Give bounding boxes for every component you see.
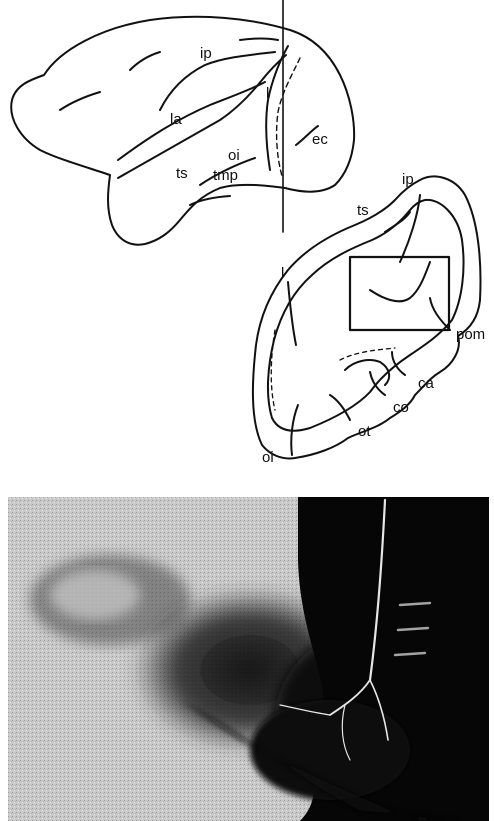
label-ca: ca xyxy=(418,375,435,392)
sulcus-in-box xyxy=(370,262,430,301)
brain-minor-4 xyxy=(240,39,278,41)
label-ot: ot xyxy=(358,423,371,440)
label-ip-lateral: ip xyxy=(200,45,212,62)
sulcus-ot-section xyxy=(330,395,350,420)
sulcus-lunate-dashed xyxy=(277,58,300,176)
label-tmp: tmp xyxy=(213,167,238,184)
brain-lateral-view xyxy=(11,0,354,245)
label-ec: ec xyxy=(312,131,328,148)
brain-minor-2 xyxy=(130,52,160,70)
sulcus-l-section xyxy=(288,282,296,345)
sulcus-lateral xyxy=(118,82,265,160)
label-l-section: l xyxy=(281,265,284,282)
section-dashed-layer-2 xyxy=(340,348,395,360)
label-l-lateral: l xyxy=(266,85,269,102)
label-ip-section: ip xyxy=(402,171,414,188)
micrograph-panel xyxy=(8,497,489,821)
label-ts-section: ts xyxy=(357,202,369,219)
label-oi-lateral: oi xyxy=(228,147,240,164)
brain-outline xyxy=(11,17,354,245)
label-ts-lateral: ts xyxy=(176,165,188,182)
brain-minor-1 xyxy=(60,92,100,110)
sulcus-superior-temporal xyxy=(118,55,286,178)
label-co: co xyxy=(393,399,409,416)
section-inner-contour xyxy=(268,200,464,431)
label-oi-section: oi xyxy=(262,449,274,466)
label-pom: pom xyxy=(456,326,485,343)
sulcus-ip-section xyxy=(400,195,420,262)
section-inner-fold xyxy=(345,360,389,385)
label-la: la xyxy=(170,111,182,128)
section-inset-box xyxy=(350,257,449,330)
